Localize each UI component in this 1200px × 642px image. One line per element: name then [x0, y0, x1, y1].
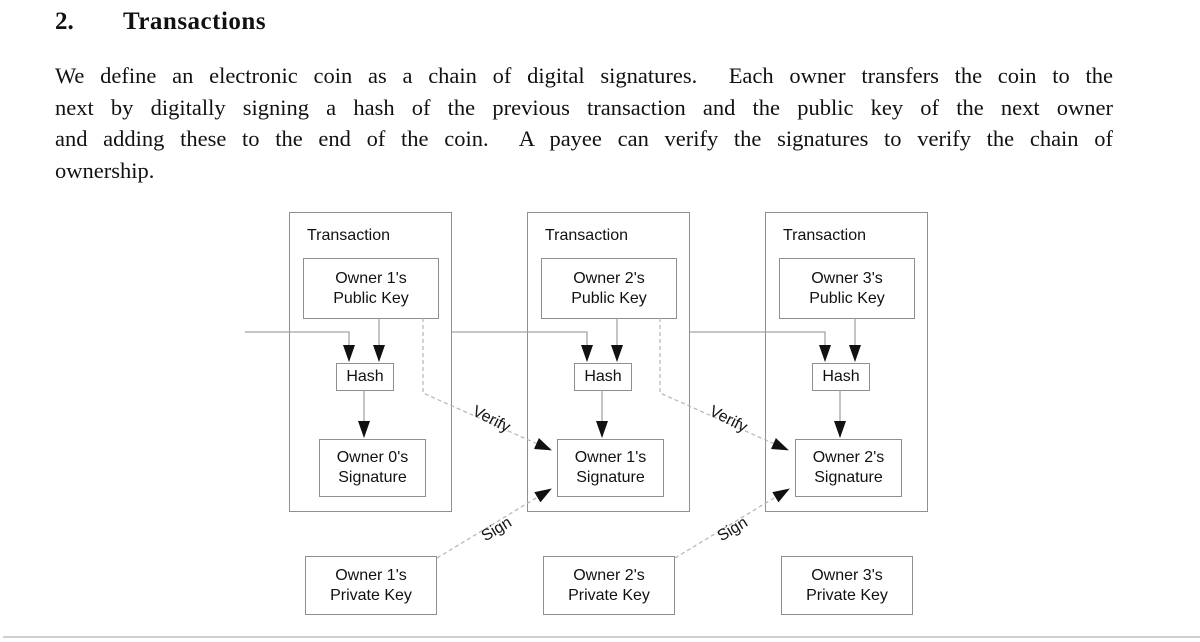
- transaction-box-3: Transaction Owner 3's Public Key Hash Ow…: [765, 212, 928, 512]
- transaction-label-2: Transaction: [545, 227, 628, 244]
- verify-label-2: Verify: [706, 402, 750, 437]
- public-key-owner: Owner 1's: [335, 269, 407, 287]
- sign-label-1: Sign: [478, 514, 515, 546]
- hash-box-3: Hash: [812, 363, 870, 391]
- signature-box-3: Owner 2's Signature: [795, 439, 902, 497]
- transaction-label-3: Transaction: [783, 227, 866, 244]
- paragraph-line: ownership.: [55, 157, 155, 183]
- private-key-owner: Owner 2's: [573, 566, 645, 584]
- paragraph-line: and adding these to the end of the coin.…: [55, 126, 1113, 151]
- hash-text: Hash: [584, 368, 622, 385]
- page-bottom-rule: [3, 636, 1200, 638]
- private-key-owner: Owner 3's: [811, 566, 883, 584]
- signature-text: Signature: [338, 469, 407, 486]
- signature-box-2: Owner 1's Signature: [557, 439, 664, 497]
- signature-owner: Owner 0's: [336, 449, 409, 466]
- private-key-box-1: Owner 1's Private Key: [305, 556, 437, 615]
- signature-owner: Owner 2's: [812, 449, 885, 466]
- signature-box-1: Owner 0's Signature: [319, 439, 426, 497]
- paragraph-line: We define an electronic coin as a chain …: [55, 63, 1113, 88]
- public-key-box-1: Owner 1's Public Key: [303, 258, 439, 319]
- paragraph-line: next by digitally signing a hash of the …: [55, 94, 1113, 120]
- hash-box-1: Hash: [336, 363, 394, 391]
- hash-box-2: Hash: [574, 363, 632, 391]
- private-key-text: Private Key: [806, 586, 888, 604]
- public-key-text: Public Key: [333, 289, 409, 307]
- signature-text: Signature: [576, 469, 645, 486]
- private-key-box-3: Owner 3's Private Key: [781, 556, 913, 615]
- section-number: 2.: [55, 8, 74, 35]
- transaction-box-1: Transaction Owner 1's Public Key Hash Ow…: [289, 212, 452, 512]
- signature-text: Signature: [814, 469, 883, 486]
- transaction-label-1: Transaction: [307, 227, 390, 244]
- private-key-box-2: Owner 2's Private Key: [543, 556, 675, 615]
- public-key-box-2: Owner 2's Public Key: [541, 258, 677, 319]
- private-key-owner: Owner 1's: [335, 566, 407, 584]
- public-key-text: Public Key: [571, 289, 647, 307]
- private-key-text: Private Key: [330, 586, 412, 604]
- private-key-text: Private Key: [568, 586, 650, 604]
- signature-owner: Owner 1's: [574, 449, 647, 466]
- transaction-box-2: Transaction Owner 2's Public Key Hash Ow…: [527, 212, 690, 512]
- public-key-text: Public Key: [809, 289, 885, 307]
- body-paragraph: We define an electronic coin as a chain …: [55, 60, 1113, 186]
- public-key-owner: Owner 3's: [811, 269, 883, 287]
- hash-text: Hash: [822, 368, 860, 385]
- verify-label-1: Verify: [469, 402, 513, 437]
- public-key-box-3: Owner 3's Public Key: [779, 258, 915, 319]
- sign-label-2: Sign: [714, 514, 751, 546]
- hash-text: Hash: [346, 368, 384, 385]
- section-title: Transactions: [123, 8, 267, 35]
- public-key-owner: Owner 2's: [573, 269, 645, 287]
